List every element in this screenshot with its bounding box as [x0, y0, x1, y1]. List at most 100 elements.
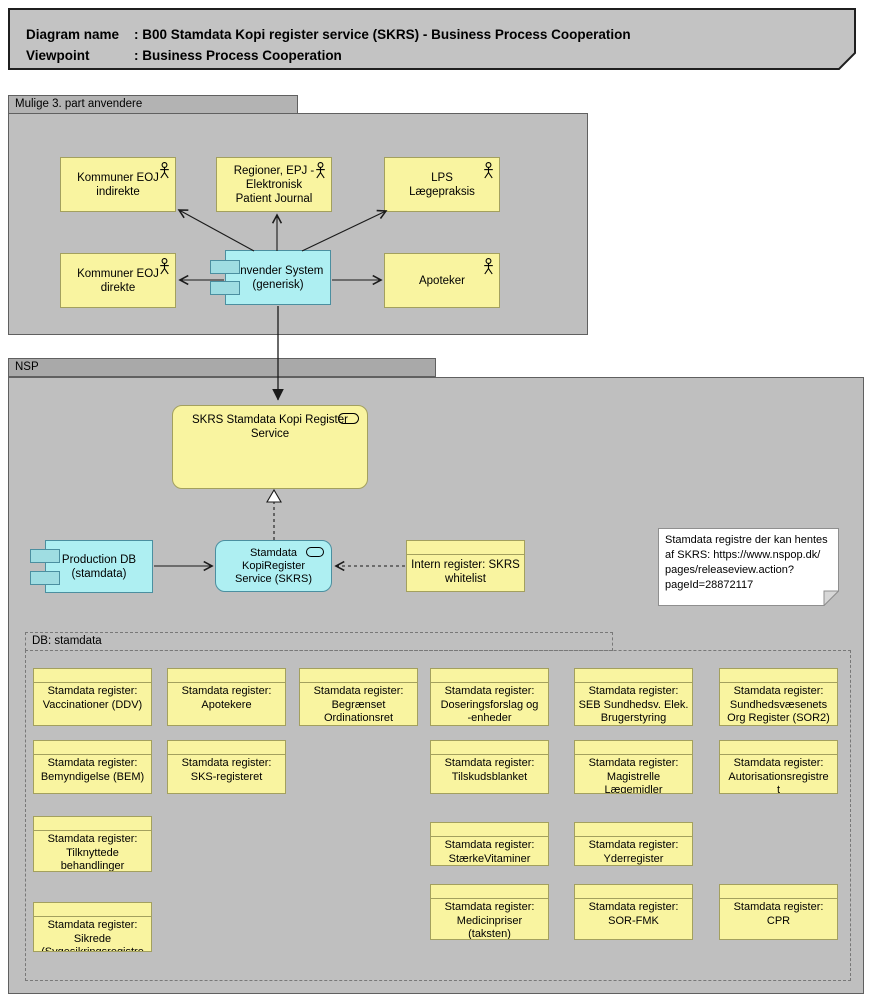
component-icon — [30, 549, 60, 563]
actor-label: Kommuner EOJ direkte — [77, 267, 159, 294]
actor-apoteker[interactable]: Apoteker — [384, 253, 500, 308]
group-body-db-stamdata[interactable] — [25, 650, 851, 981]
component-label: Anvender System (generisk) — [232, 264, 324, 291]
component-icon — [30, 571, 60, 585]
diagram-name-row: Diagram name : B00 Stamdata Kopi registe… — [26, 24, 631, 45]
actor-label: Regioner, EPJ - Elektronisk Patient Jour… — [233, 164, 315, 205]
object-header-band — [575, 741, 692, 755]
object-header-band — [575, 885, 692, 899]
register-tilskudsblanket[interactable]: Stamdata register: Tilskudsblanket — [430, 740, 549, 794]
service-skrs-stamdata-kopi-register[interactable]: SKRS Stamdata Kopi Register Service — [172, 405, 368, 489]
register-vaccinationer-ddv[interactable]: Stamdata register: Vaccinationer (DDV) — [33, 668, 152, 726]
register-label: Stamdata register: SEB Sundhedsv. Elek. … — [578, 685, 689, 724]
register-label: Stamdata register: Medicinpriser (takste… — [444, 901, 535, 940]
register-label: Stamdata register: SKS-registeret — [181, 757, 272, 783]
actor-kommuner-eoj-indirekte[interactable]: Kommuner EOJ indirekte — [60, 157, 176, 212]
register-doseringsforslag[interactable]: Stamdata register: Doseringsforslag og -… — [430, 668, 549, 726]
group-label: NSP — [15, 361, 39, 373]
register-label: Stamdata register: Sikrede (Sygesikrings… — [41, 919, 144, 952]
register-autorisationsregistret[interactable]: Stamdata register: Autorisationsregistre… — [719, 740, 838, 794]
diagram-name-label: Diagram name — [26, 27, 120, 42]
component-label: Production DB (stamdata) — [61, 553, 137, 580]
viewpoint-value: : Business Process Cooperation — [134, 48, 342, 63]
object-header-band — [34, 903, 151, 917]
register-yderregister[interactable]: Stamdata register: Yderregister — [574, 822, 693, 866]
object-header-band — [34, 741, 151, 755]
register-magistrelle-laegemidler[interactable]: Stamdata register: Magistrelle Lægemidle… — [574, 740, 693, 794]
register-label: Stamdata register: Yderregister — [588, 839, 679, 865]
group-label: Mulige 3. part anvendere — [15, 98, 143, 110]
register-cpr[interactable]: Stamdata register: CPR — [719, 884, 838, 940]
register-label: Stamdata register: Apotekere — [181, 685, 272, 711]
folded-corner-note — [658, 528, 840, 607]
register-apotekere[interactable]: Stamdata register: Apotekere — [167, 668, 286, 726]
diagram-title-block: Diagram name : B00 Stamdata Kopi registe… — [8, 8, 857, 70]
service-label: Stamdata KopiRegister Service (SKRS) — [234, 546, 313, 585]
group-tab-db-stamdata[interactable]: DB: stamdata — [25, 632, 613, 651]
component-icon — [210, 260, 240, 274]
component-anvender-system[interactable]: Anvender System (generisk) — [210, 250, 331, 305]
actor-kommuner-eoj-direkte[interactable]: Kommuner EOJ direkte — [60, 253, 176, 308]
note-stamdata-registre[interactable]: Stamdata registre der kan hentes af SKRS… — [658, 528, 840, 607]
object-header-band — [168, 669, 285, 683]
register-medicinpriser-taksten[interactable]: Stamdata register: Medicinpriser (takste… — [430, 884, 549, 940]
object-header-band — [300, 669, 417, 683]
component-icon — [210, 281, 240, 295]
register-seb-brugerstyring[interactable]: Stamdata register: SEB Sundhedsv. Elek. … — [574, 668, 693, 726]
register-sks-registeret[interactable]: Stamdata register: SKS-registeret — [167, 740, 286, 794]
actor-regioner-epj[interactable]: Regioner, EPJ - Elektronisk Patient Jour… — [216, 157, 332, 212]
object-header-band — [720, 885, 837, 899]
register-label: Stamdata register: Doseringsforslag og -… — [440, 685, 539, 724]
register-label: Stamdata register: Begrænset Ordinations… — [313, 685, 404, 724]
business-actor-icon — [159, 162, 170, 179]
register-label: Stamdata register: CPR — [733, 901, 824, 927]
object-intern-register-skrs-whitelist[interactable]: Intern register: SKRS whitelist — [406, 540, 525, 592]
register-label: Stamdata register: Bemyndigelse (BEM) — [40, 757, 145, 783]
register-label: Stamdata register: Tilskudsblanket — [444, 757, 535, 783]
business-actor-icon — [315, 162, 326, 179]
register-label: Stamdata register: Tilknyttede behandlin… — [47, 833, 138, 872]
register-label: Stamdata register: Magistrelle Lægemidle… — [588, 757, 679, 794]
group-tab-mulige-3-part-anvendere[interactable]: Mulige 3. part anvendere — [8, 95, 298, 114]
object-header-band — [720, 669, 837, 683]
component-production-db[interactable]: Production DB (stamdata) — [30, 540, 153, 593]
register-staerkevitaminer[interactable]: Stamdata register: StærkeVitaminer — [430, 822, 549, 866]
group-tab-nsp[interactable]: NSP — [8, 358, 436, 377]
register-bemyndigelse-bem[interactable]: Stamdata register: Bemyndigelse (BEM) — [33, 740, 152, 794]
object-header-band — [431, 885, 548, 899]
object-label: Intern register: SKRS whitelist — [411, 559, 520, 585]
register-label: Stamdata register: SOR-FMK — [588, 901, 679, 927]
register-sikrede[interactable]: Stamdata register: Sikrede (Sygesikrings… — [33, 902, 152, 952]
note-text: Stamdata registre der kan hentes af SKRS… — [665, 534, 828, 591]
object-header-band — [407, 541, 524, 555]
business-actor-icon — [483, 162, 494, 179]
object-header-band — [575, 823, 692, 837]
object-header-band — [431, 741, 548, 755]
object-header-band — [575, 669, 692, 683]
title-block-shape — [8, 8, 856, 70]
business-actor-icon — [483, 258, 494, 275]
actor-lps-laegepraksis[interactable]: LPS Lægepraksis — [384, 157, 500, 212]
business-actor-icon — [159, 258, 170, 275]
actor-label: Kommuner EOJ indirekte — [77, 171, 159, 198]
register-label: Stamdata register: Vaccinationer (DDV) — [42, 685, 143, 711]
diagram-name-value: : B00 Stamdata Kopi register service (SK… — [134, 27, 631, 42]
actor-label: Apoteker — [418, 274, 466, 287]
register-sor2[interactable]: Stamdata register: Sundhedsvæsenets Org … — [719, 668, 838, 726]
object-header-band — [34, 817, 151, 831]
register-sor-fmk[interactable]: Stamdata register: SOR-FMK — [574, 884, 693, 940]
object-header-band — [720, 741, 837, 755]
actor-label: LPS Lægepraksis — [409, 171, 475, 198]
register-tilknyttede-behandlinger[interactable]: Stamdata register: Tilknyttede behandlin… — [33, 816, 152, 872]
service-icon — [338, 413, 359, 424]
object-header-band — [34, 669, 151, 683]
object-header-band — [431, 669, 548, 683]
group-label: DB: stamdata — [32, 635, 102, 647]
register-label: Stamdata register: Sundhedsvæsenets Org … — [727, 685, 830, 724]
service-stamdata-kopiregister-skrs[interactable]: Stamdata KopiRegister Service (SKRS) — [215, 540, 332, 592]
register-label: Stamdata register: StærkeVitaminer — [444, 839, 535, 865]
register-begraenset-ordinationsret[interactable]: Stamdata register: Begrænset Ordinations… — [299, 668, 418, 726]
service-icon — [306, 547, 324, 557]
service-label: SKRS Stamdata Kopi Register Service — [192, 414, 348, 440]
